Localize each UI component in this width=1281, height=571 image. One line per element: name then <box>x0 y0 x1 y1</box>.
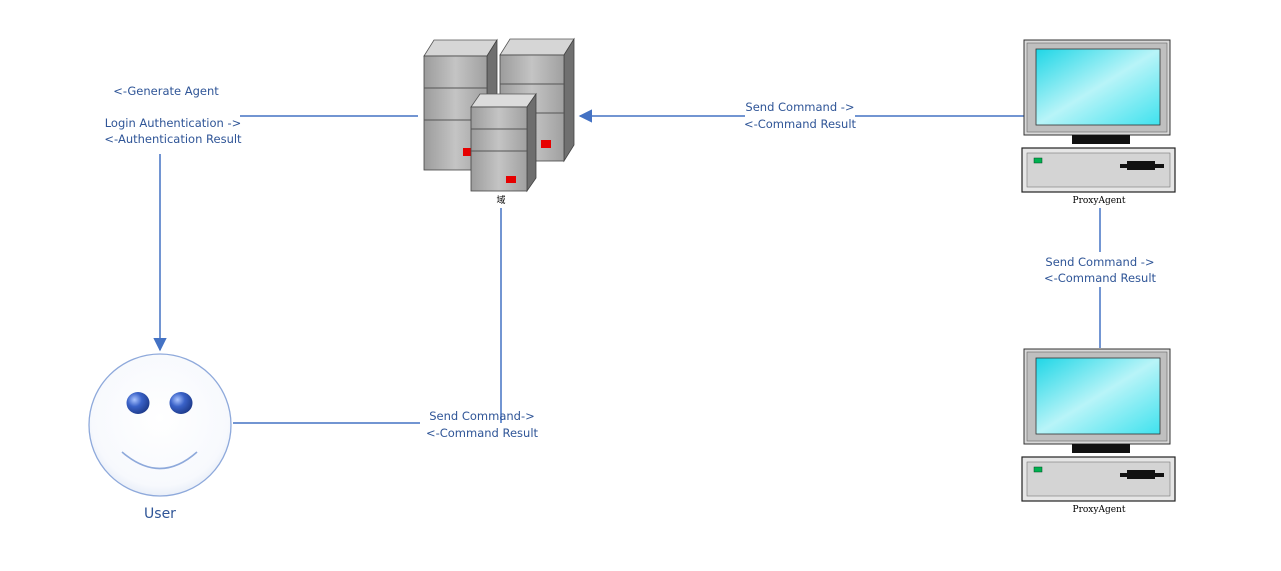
label-command-result: <-Command Result <box>1044 271 1157 285</box>
server-cluster-icon[interactable]: 域 <box>423 37 575 206</box>
label-send-command: Send Command-> <box>429 409 535 423</box>
desktop-computer-icon[interactable]: ProxyAgent <box>1021 39 1176 206</box>
smiley-face-icon[interactable]: User <box>88 353 232 522</box>
label-generate-agent: <-Generate Agent <box>113 84 219 98</box>
desktop-computer-icon[interactable]: ProxyAgent <box>1021 348 1176 515</box>
label-command-result: <-Command Result <box>426 426 539 440</box>
edge-labels-user-server: <-Generate Agent Login Authentication ->… <box>104 84 242 146</box>
server-tower-front <box>470 92 537 193</box>
edge-labels-user-direct: Send Command-> <-Command Result <box>426 409 539 440</box>
label-login-authentication: Login Authentication -> <box>105 116 242 130</box>
edge-labels-proxy-proxy: Send Command -> <-Command Result <box>1044 255 1157 285</box>
label-command-result: <-Command Result <box>744 117 857 131</box>
user-caption: User <box>144 506 176 522</box>
proxy-bottom-caption: ProxyAgent <box>1073 505 1126 515</box>
label-authentication-result: <-Authentication Result <box>104 132 242 146</box>
label-send-command: Send Command -> <box>745 100 854 114</box>
connectors <box>153 109 1101 424</box>
server-caption: 域 <box>496 194 505 206</box>
proxy-top-caption: ProxyAgent <box>1073 196 1126 206</box>
edge-labels-proxy-server: Send Command -> <-Command Result <box>744 100 857 131</box>
label-send-command: Send Command -> <box>1045 255 1154 269</box>
